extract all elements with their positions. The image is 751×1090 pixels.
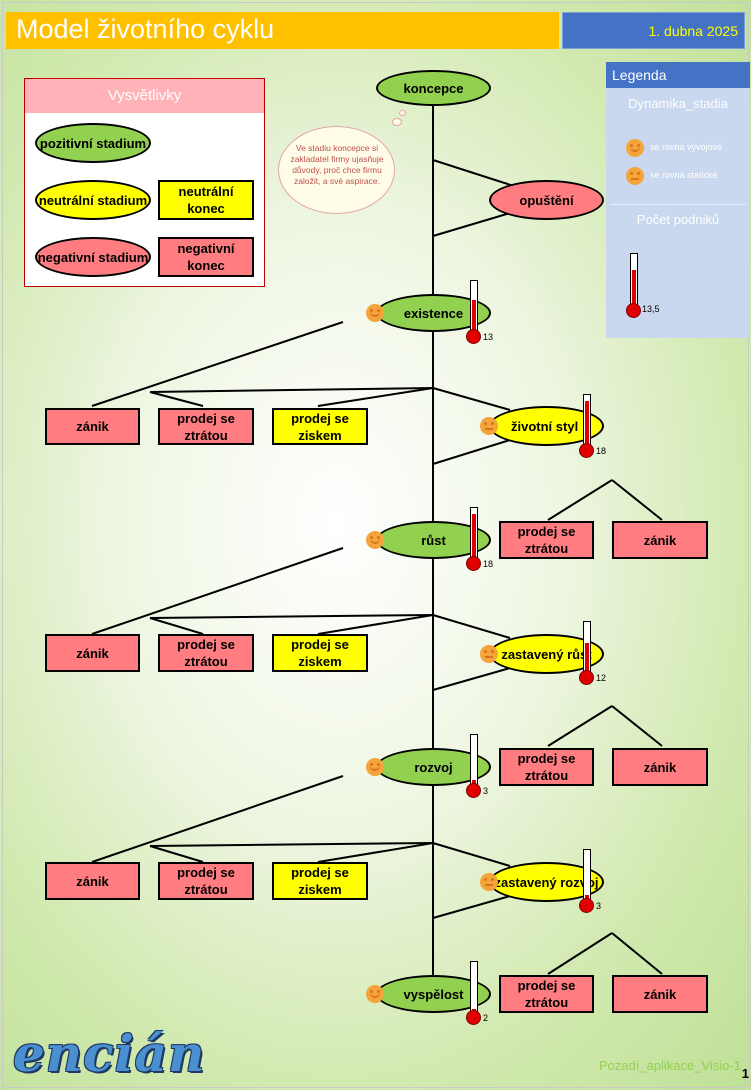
outcome-prodej-ztrata-5: prodej se ztrátou — [158, 862, 254, 900]
legend-panel: Legenda Dynamika_stadia se rovná vývojov… — [606, 62, 750, 338]
legend-heading: Legenda — [606, 62, 750, 88]
key-box: Vysvětlivky pozitivní stadium neutrální … — [24, 78, 265, 287]
smile-face-icon — [366, 304, 384, 322]
outcome-zanik-2: zánik — [612, 521, 708, 559]
legend-dev-label: se rovná vývojové — [650, 142, 723, 152]
page-date: 1. dubna 2025 — [648, 23, 738, 39]
legend-static-label: se rovná statické — [650, 170, 718, 180]
count-rust: 18 — [483, 559, 494, 569]
smile-face-icon — [626, 139, 644, 157]
thermometer-zastaveny-rust — [579, 621, 595, 685]
thermometer-existence — [466, 280, 482, 344]
count-existence: 13 — [483, 332, 494, 342]
stage-opusteni: opuštění — [489, 180, 604, 220]
key-neutral-end: neutrální konec — [158, 180, 254, 220]
key-heading: Vysvětlivky — [25, 79, 264, 113]
legend-dynamics-title: Dynamika_stadia — [628, 96, 728, 111]
outcome-zanik-6: zánik — [612, 975, 708, 1013]
date-bar: 1. dubna 2025 — [562, 12, 745, 49]
count-zastaveny-rust: 12 — [596, 673, 607, 683]
key-positive-stage: pozitivní stadium — [35, 123, 151, 163]
page-number: 1 — [741, 1066, 749, 1081]
title-bar: Model životního cyklu — [6, 12, 559, 49]
count-zivotni-styl: 18 — [596, 446, 607, 456]
outcome-zanik-5: zánik — [45, 862, 140, 900]
smile-face-icon — [366, 985, 384, 1003]
callout-text: Ve stadiu koncepce si zakladatel firmy u… — [290, 143, 384, 186]
key-negative-stage: negativní stadium — [35, 237, 151, 277]
thermometer-rust — [466, 507, 482, 571]
outcome-prodej-ztrata-6: prodej se ztrátou — [499, 975, 594, 1013]
count-vyspelost: 2 — [483, 1013, 489, 1023]
thermometer-vyspelost — [466, 961, 482, 1025]
page-title: Model životního cyklu — [16, 14, 275, 44]
outcome-prodej-zisk-3: prodej se ziskem — [272, 634, 368, 672]
outcome-prodej-ztrata-4: prodej se ztrátou — [499, 748, 594, 786]
callout-dot — [392, 118, 402, 126]
count-zastaveny-rozvoj: 3 — [596, 901, 602, 911]
thermometer-zivotni-styl — [579, 394, 595, 458]
neutral-face-icon — [480, 645, 498, 663]
outcome-prodej-zisk-1: prodej se ziskem — [272, 408, 368, 445]
legend-divider — [610, 204, 746, 205]
count-rozvoj: 3 — [483, 786, 489, 796]
footer-label: Pozadí_aplikace_Visio-1 — [598, 1058, 741, 1073]
legend-count-value: 13,5 — [642, 304, 660, 314]
neutral-face-icon — [626, 167, 644, 185]
legend-count-title: Počet podniků — [636, 212, 720, 227]
outcome-prodej-ztrata-3: prodej se ztrátou — [158, 634, 254, 672]
callout-bubble — [278, 126, 395, 214]
outcome-prodej-ztrata-1: prodej se ztrátou — [158, 408, 254, 445]
neutral-face-icon — [480, 873, 498, 891]
stage-koncepce: koncepce — [376, 70, 491, 106]
neutral-face-icon — [480, 417, 498, 435]
key-neutral-stage: neutrální stadium — [35, 180, 151, 220]
thermometer-rozvoj — [466, 734, 482, 798]
smile-face-icon — [366, 531, 384, 549]
outcome-zanik-1: zánik — [45, 408, 140, 445]
key-negative-end: negativní konec — [158, 237, 254, 277]
outcome-zanik-3: zánik — [45, 634, 140, 672]
outcome-prodej-ztrata-2: prodej se ztrátou — [499, 521, 594, 559]
outcome-zanik-4: zánik — [612, 748, 708, 786]
encian-logo: encián — [13, 1024, 206, 1083]
outcome-prodej-zisk-5: prodej se ziskem — [272, 862, 368, 900]
thermometer-zastaveny-rozvoj — [579, 849, 595, 913]
legend-thermometer — [626, 253, 642, 318]
smile-face-icon — [366, 758, 384, 776]
callout-dot — [399, 110, 406, 116]
